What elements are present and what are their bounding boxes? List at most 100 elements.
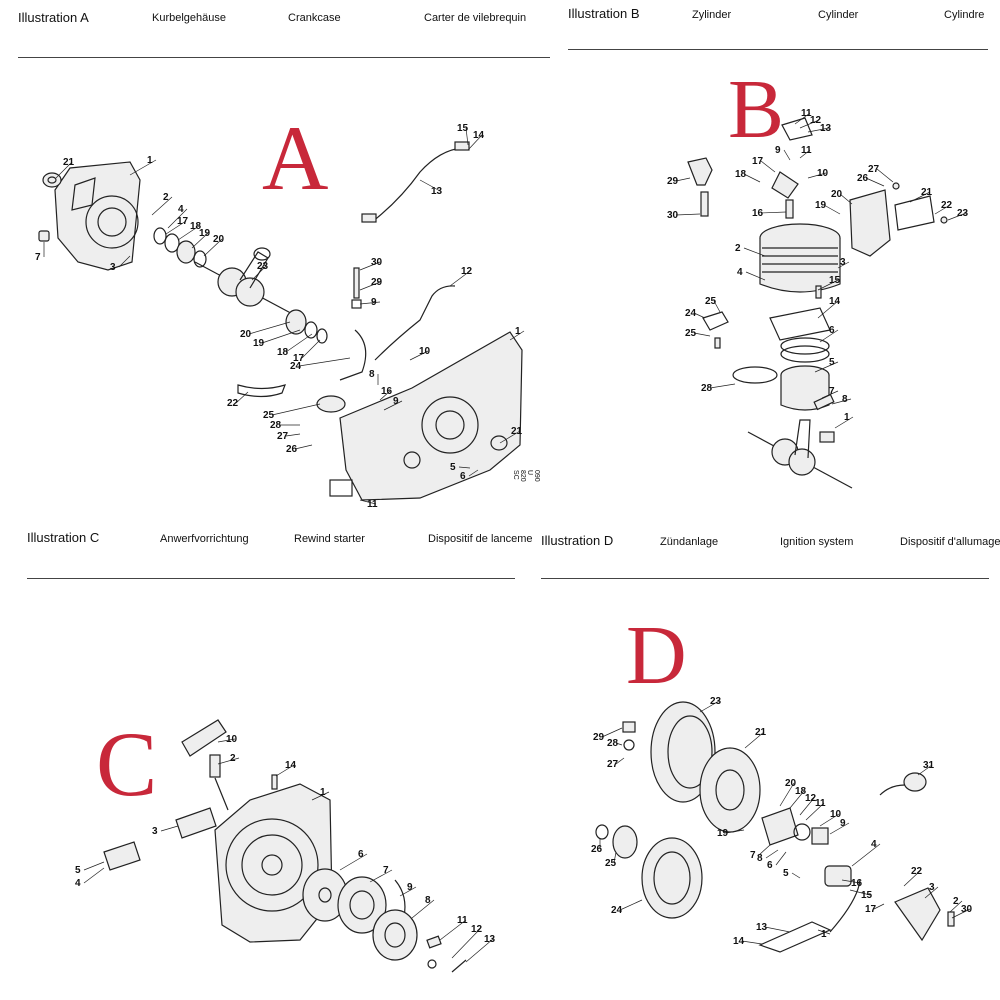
- callout-leader-a-21: [285, 333, 313, 353]
- bearing-25: [595, 824, 638, 859]
- callout-leader-b-0: [794, 112, 811, 125]
- callout-leader-b-11: [823, 204, 841, 215]
- callout-b-11: 11: [801, 145, 812, 156]
- callout-leader-a-12: [467, 134, 483, 151]
- callout-leader-a-1: [129, 159, 157, 176]
- callout-a-27: 27: [277, 431, 289, 442]
- callout-leader-d-29: [741, 940, 763, 945]
- callout-b-9: 9: [775, 145, 781, 156]
- callout-leader-b-7: [743, 173, 761, 183]
- callout-leader-d-24: [903, 870, 921, 887]
- callout-b-17: 17: [752, 156, 764, 167]
- callout-a-20: 20: [213, 234, 225, 245]
- callout-leader-d-27: [951, 908, 971, 919]
- piston-5: [780, 365, 830, 411]
- callout-leader-a-2: [151, 196, 173, 216]
- panel-a-title-en: Crankcase: [288, 12, 341, 24]
- callout-b-1: 1: [844, 412, 850, 423]
- callout-a-17: 17: [293, 353, 305, 364]
- callout-a-15: 15: [457, 123, 469, 134]
- callout-b-5: 5: [829, 357, 835, 368]
- callout-b-27: 27: [868, 164, 880, 175]
- callout-leader-b-26: [819, 329, 839, 343]
- panel-b-title-fr: Cylindre: [944, 9, 985, 21]
- pulley-8: [372, 909, 418, 961]
- callout-leader-a-19: [248, 321, 291, 335]
- panel-a-title-fr: Carter de vilebrequin: [424, 12, 527, 24]
- nut-28-29: [622, 721, 636, 751]
- top-bracket-11: [781, 117, 813, 141]
- callout-a-20: 20: [240, 329, 252, 340]
- callout-a-14: 14: [473, 130, 485, 141]
- callout-b-15: 15: [829, 275, 841, 286]
- callout-leader-c-5: [83, 861, 105, 871]
- callout-leader-b-18: [743, 247, 766, 257]
- pawl-parts-11-13: [426, 935, 467, 973]
- callout-d-3: 3: [929, 882, 935, 893]
- callout-b-22: 22: [941, 200, 953, 211]
- callout-leader-d-21: [849, 889, 871, 896]
- callout-leader-d-5: [779, 782, 795, 807]
- callout-d-23: 23: [710, 696, 722, 707]
- callout-a-2: 2: [163, 192, 169, 203]
- callout-a-30: 30: [371, 257, 383, 268]
- callout-leader-a-10: [251, 265, 267, 281]
- callout-leader-d-8: [805, 802, 825, 821]
- callout-leader-a-35: [468, 469, 479, 477]
- callout-leader-d-3: [615, 742, 623, 746]
- callout-leader-a-27: [383, 400, 403, 411]
- callout-d-9: 9: [840, 818, 846, 829]
- callout-a-5: 5: [450, 462, 456, 473]
- callout-leader-d-13: [765, 849, 779, 859]
- fuel-line-12: [374, 285, 456, 361]
- callout-c-9: 9: [407, 882, 413, 893]
- panel-d-letter: D: [626, 609, 687, 702]
- callout-leader-b-14: [876, 168, 894, 183]
- callout-leader-d-1: [744, 731, 765, 749]
- callout-leader-d-6: [789, 790, 805, 809]
- callout-b-25: 25: [705, 296, 717, 307]
- gasket-24: [339, 329, 367, 381]
- crankcase-right-half: [329, 331, 523, 501]
- callout-leader-a-29: [271, 403, 321, 416]
- callout-a-19: 19: [199, 228, 211, 239]
- callout-leader-a-17: [449, 270, 471, 287]
- callout-c-6: 6: [358, 849, 364, 860]
- ignition-module: [761, 807, 829, 846]
- panel-a-rule: [18, 57, 550, 58]
- panel-d-title-de: Zündanlage: [660, 536, 719, 548]
- callout-b-16: 16: [752, 208, 764, 219]
- callout-leader-b-8: [675, 177, 691, 182]
- callout-leader-d-23: [917, 764, 933, 776]
- callout-leader-b-17: [947, 212, 967, 221]
- callout-leader-a-8: [118, 255, 131, 268]
- callout-b-18: 18: [735, 169, 747, 180]
- callout-d-1: 1: [821, 929, 827, 940]
- callout-leader-c-10: [411, 899, 435, 919]
- callout-a-6: 6: [460, 471, 466, 482]
- callout-leader-a-24: [409, 350, 429, 361]
- starter-handle-10: [181, 719, 227, 778]
- callout-leader-a-33: [499, 430, 521, 444]
- callout-d-14: 14: [733, 936, 745, 947]
- callout-leader-d-2: [601, 727, 623, 738]
- panel-c-title-de: Anwerfvorrichtung: [160, 533, 249, 545]
- callout-d-4: 4: [871, 839, 877, 850]
- callout-a-1: 1: [515, 326, 521, 337]
- callout-d-17: 17: [865, 904, 877, 915]
- callout-d-31: 31: [923, 760, 935, 771]
- callout-d-13: 13: [756, 922, 768, 933]
- panel-c-rule: [27, 578, 515, 579]
- crankcase-left-half: [54, 161, 141, 271]
- callout-leader-b-19: [837, 261, 850, 269]
- callout-b-7: 7: [829, 386, 835, 397]
- callout-leader-a-3: [167, 208, 188, 229]
- callout-leader-b-13: [865, 177, 885, 187]
- crankshaft: [194, 247, 301, 319]
- screw-14: [271, 774, 278, 790]
- panel-d-title-fr: Dispositif d'allumage: [900, 536, 1000, 548]
- callout-leader-a-0: [55, 161, 73, 179]
- callout-leader-d-10: [829, 822, 850, 835]
- callout-a-26: 26: [286, 444, 298, 455]
